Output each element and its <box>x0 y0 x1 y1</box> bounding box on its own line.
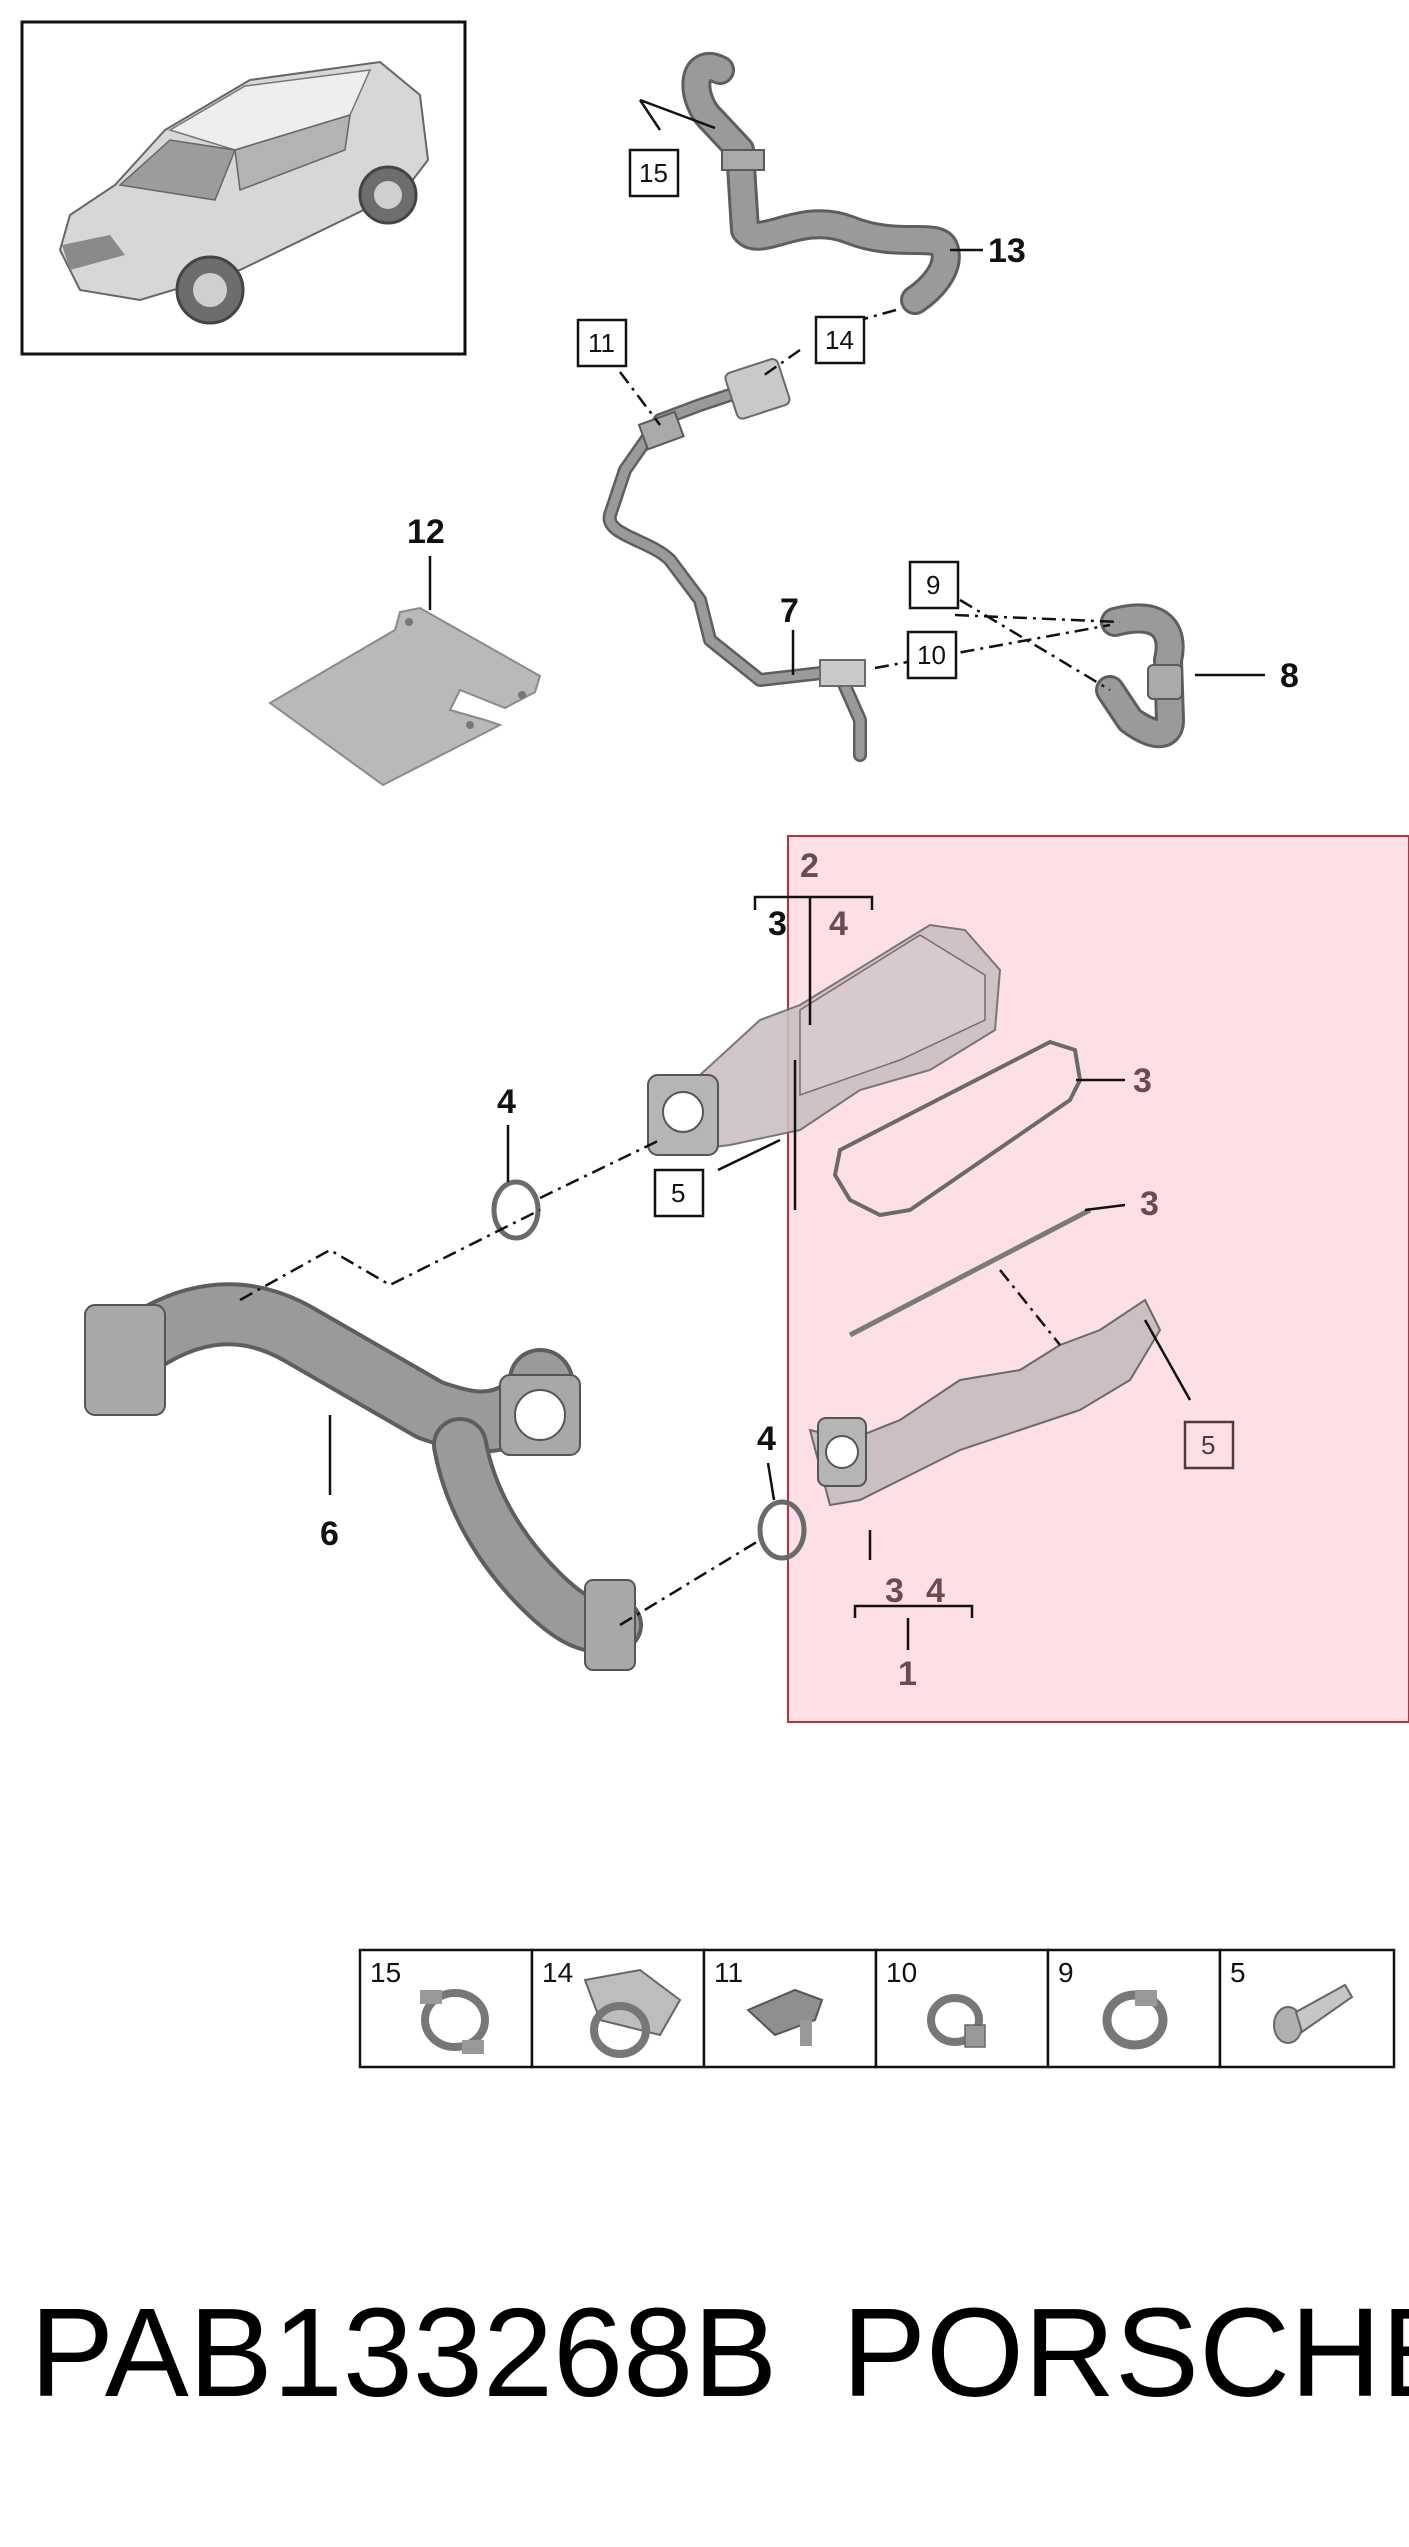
diagram-code: PAB133268B <box>30 2282 778 2423</box>
heat-shield-part <box>268 606 542 787</box>
callout-4-oring-upper: 4 <box>497 1083 516 1121</box>
callout-3-lower: 3 <box>885 1572 904 1610</box>
legend-label-11: 11 <box>714 1957 743 1988</box>
callout-3-gasket: 3 <box>1133 1062 1152 1100</box>
upper-intake-manifold-part <box>647 923 1002 1156</box>
vent-hose-short-part <box>1095 603 1185 749</box>
legend-label-15: 15 <box>370 1957 401 1988</box>
lower-intake-manifold-part <box>808 1298 1162 1507</box>
gasket-strip-part <box>848 1207 1092 1338</box>
footer: PAB133268B PORSCHE <box>30 2280 1409 2430</box>
callout-2: 2 <box>800 847 819 885</box>
hose-clamp-icon <box>1102 1990 1168 2050</box>
boxed-callout-9: 9 <box>908 560 960 610</box>
callout-4-oring-lower: 4 <box>757 1420 776 1458</box>
svg-text:14: 14 <box>825 325 854 355</box>
bracket-clamp-icon <box>583 1968 682 2058</box>
screw-icon <box>1273 1983 1354 2044</box>
svg-text:9: 9 <box>926 570 940 600</box>
brand-name: PORSCHE <box>842 2282 1409 2423</box>
svg-text:11: 11 <box>588 328 615 358</box>
connector-clip-icon <box>746 1988 824 2046</box>
legend-label-9: 9 <box>1058 1957 1074 1988</box>
vehicle-thumbnail <box>20 20 467 356</box>
legend-label-10: 10 <box>886 1957 917 1988</box>
vent-hose-part <box>681 52 961 315</box>
boxed-callout-10: 10 <box>906 630 958 680</box>
o-ring-upper-part <box>491 1179 541 1241</box>
small-parts-legend: 15 14 11 10 9 5 <box>358 1948 1396 2069</box>
boxed-callout-5-lower: 5 <box>1183 1420 1235 1470</box>
svg-text:5: 5 <box>1201 1430 1215 1460</box>
svg-text:5: 5 <box>671 1178 685 1208</box>
spring-clamp-icon <box>420 1989 489 2054</box>
svg-text:10: 10 <box>917 640 946 670</box>
gasket-part <box>832 1039 1083 1218</box>
boxed-callout-5-upper: 5 <box>653 1168 705 1218</box>
callout-6: 6 <box>320 1515 339 1553</box>
suv-car-icon <box>58 60 430 325</box>
charge-air-pipe-part <box>84 1282 643 1671</box>
boxed-callout-14: 14 <box>814 315 866 365</box>
hose-clamp-small-icon <box>927 1994 986 2048</box>
legend-label-5: 5 <box>1230 1957 1246 1988</box>
vent-line-part <box>602 358 867 762</box>
callout-7: 7 <box>780 592 799 630</box>
callout-4-upper: 4 <box>829 905 848 943</box>
callout-3-strip: 3 <box>1140 1185 1159 1223</box>
boxed-callout-11: 11 <box>576 318 628 368</box>
callout-12: 12 <box>407 513 445 551</box>
callout-13: 13 <box>988 232 1026 270</box>
boxed-callout-15: 15 <box>628 148 680 198</box>
callout-4-lower: 4 <box>926 1572 945 1610</box>
legend-label-14: 14 <box>542 1957 573 1988</box>
callout-1: 1 <box>898 1655 917 1693</box>
callout-3-upper: 3 <box>768 905 787 943</box>
callout-8: 8 <box>1280 657 1299 695</box>
svg-text:15: 15 <box>639 158 668 188</box>
o-ring-lower-part <box>757 1499 807 1561</box>
